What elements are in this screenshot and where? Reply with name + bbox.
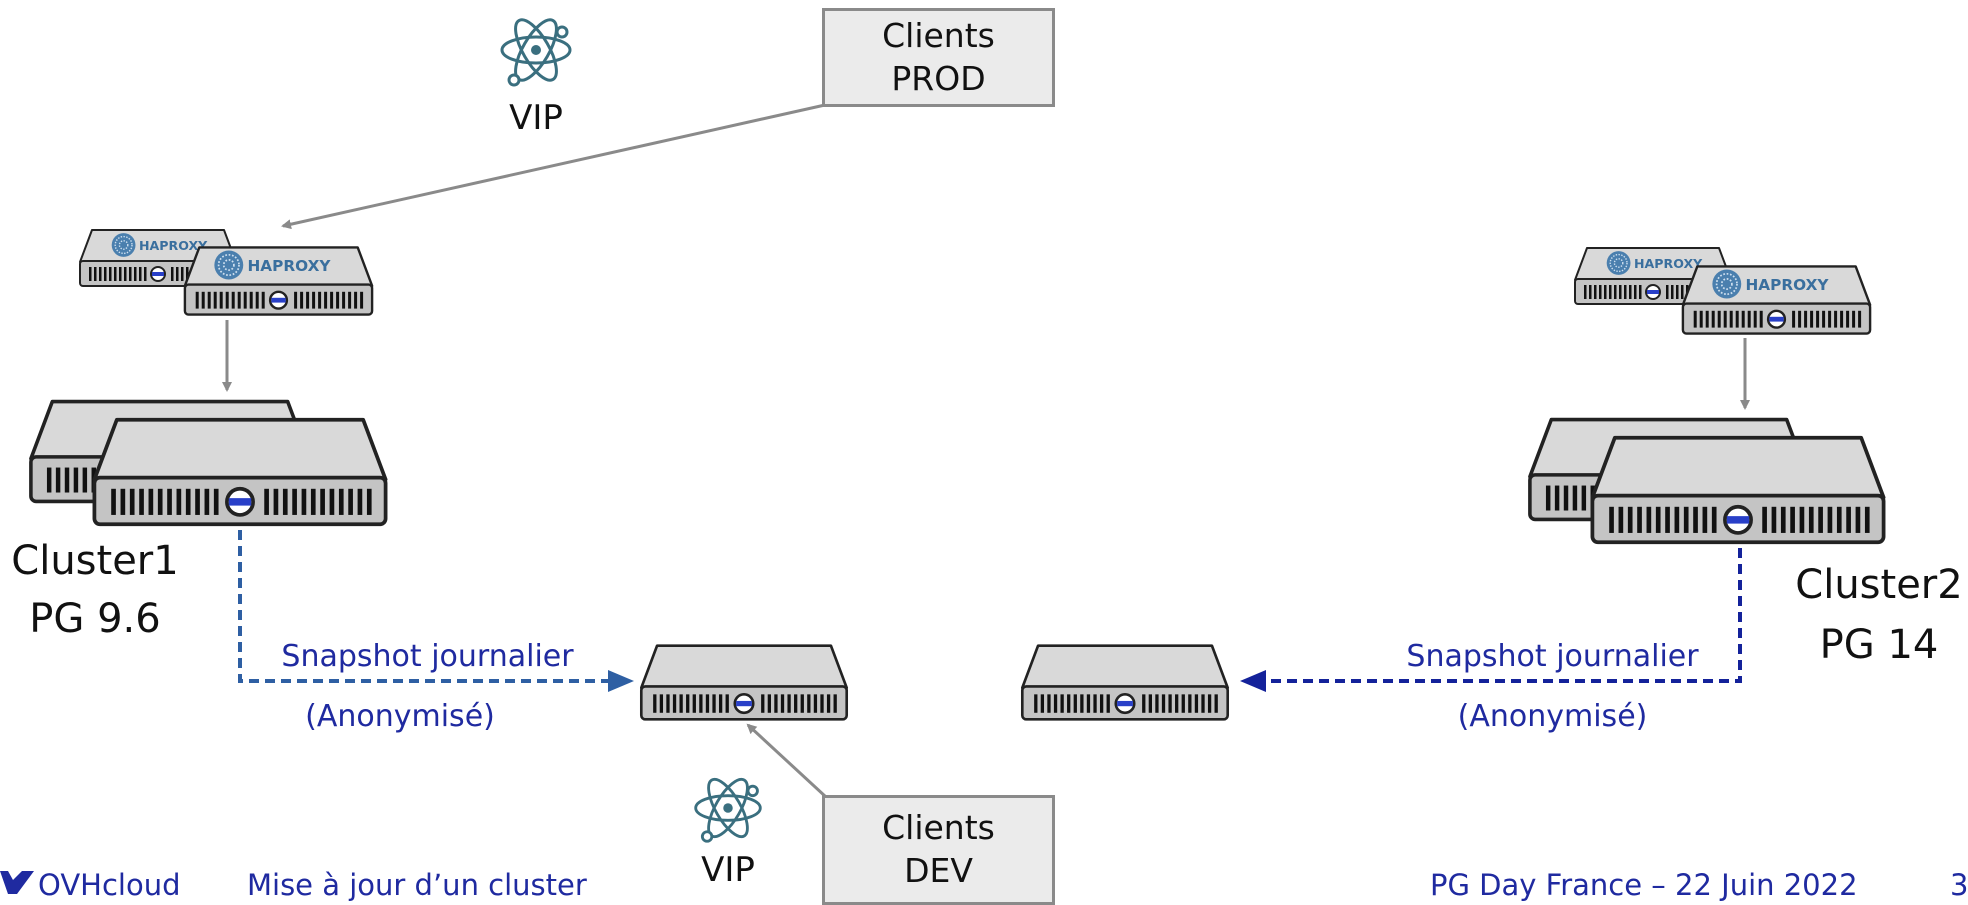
clients-prod-line1: Clients: [882, 15, 995, 55]
cluster1-version: PG 9.6: [29, 596, 161, 642]
clients-dev-box: Clients DEV: [822, 795, 1055, 905]
bottom-vip-label: VIP: [701, 850, 755, 890]
clients-prod-line2: PROD: [891, 58, 986, 98]
cluster2-name: Cluster2: [1795, 562, 1963, 608]
cluster2-version: PG 14: [1819, 622, 1939, 668]
snapshot-right-line1: Snapshot journalier: [1406, 639, 1699, 674]
snapshot-left-line2: (Anonymisé): [305, 699, 495, 734]
snapshot-arrow-left-head: [608, 670, 634, 692]
haproxy-server-front-left: [183, 246, 374, 316]
ovhcloud-logo-icon: [0, 871, 34, 894]
footer-title: Mise à jour d’un cluster: [247, 868, 587, 902]
footer-brand: OVHcloud: [38, 868, 181, 902]
dev-server-left: [639, 644, 849, 721]
arrow-clients-prod-to-haproxy: [281, 103, 826, 230]
footer-event: PG Day France – 22 Juin 2022: [1430, 868, 1858, 902]
arrow-clients-dev-to-dev-server: [746, 723, 828, 799]
snapshot-left-line1: Snapshot journalier: [281, 639, 574, 674]
haproxy-server-front-right: [1681, 265, 1872, 335]
electron-icon: [694, 772, 762, 844]
cluster1-server-front: [92, 417, 388, 527]
clients-dev-line2: DEV: [904, 851, 973, 890]
cluster1-name: Cluster1: [11, 538, 179, 584]
dev-server-right: [1020, 644, 1230, 721]
cluster2-server-front: [1590, 435, 1886, 545]
top-vip-label: VIP: [509, 98, 563, 138]
clients-dev-line1: Clients: [882, 808, 995, 848]
snapshot-arrow-left: [238, 530, 616, 683]
snapshot-right-line2: (Anonymisé): [1457, 699, 1648, 734]
snapshot-arrow-right: [1262, 548, 1742, 683]
footer-page-number: 3: [1950, 868, 1968, 902]
electron-icon: [500, 12, 572, 88]
clients-prod-box: Clients PROD: [822, 8, 1055, 107]
snapshot-arrow-right-head: [1240, 670, 1266, 692]
